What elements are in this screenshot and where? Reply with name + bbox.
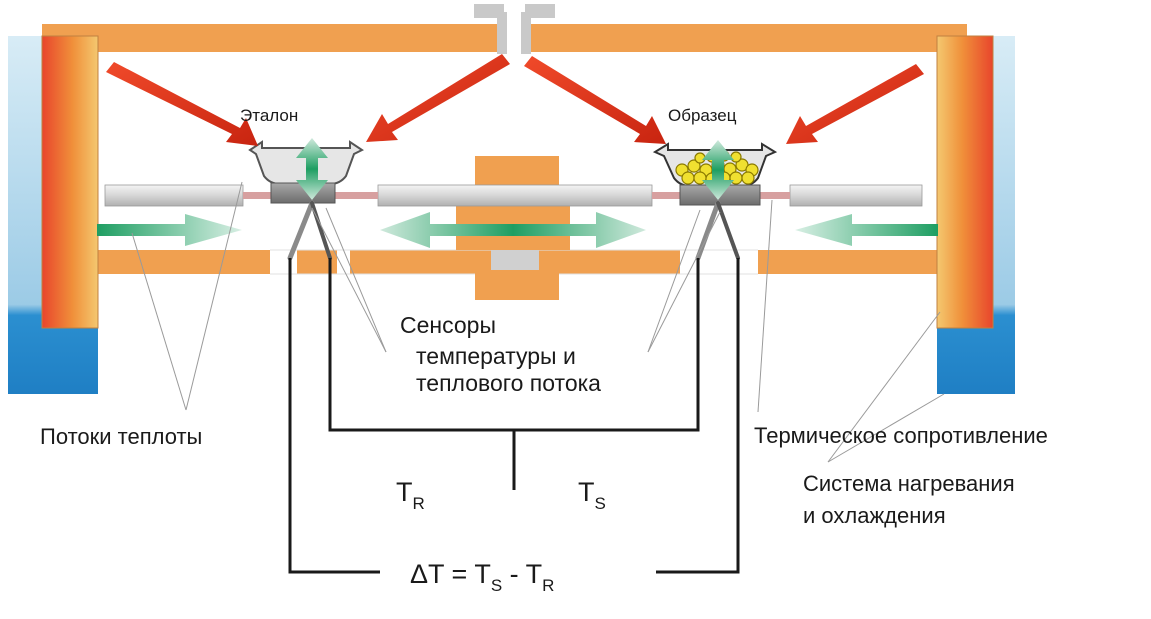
- plate-segment: [97, 250, 270, 274]
- furnace-top-left-beam: [42, 24, 497, 52]
- reference-label: Эталон: [240, 106, 298, 125]
- sample-label: Образец: [668, 106, 737, 125]
- heater-block-right: [936, 35, 994, 329]
- sensors-label-line3: теплового потока: [416, 370, 601, 396]
- heater-block-left: [41, 35, 99, 329]
- ts-symbol: TS: [578, 477, 606, 513]
- thermal-resistance-label: Термическое сопротивление: [754, 423, 1048, 448]
- rod-link: [243, 192, 271, 199]
- red-arrow-icon: [786, 64, 924, 144]
- plate-segment: [758, 250, 938, 274]
- measurement-circuit: [288, 258, 740, 574]
- red-arrow-icon: [366, 54, 510, 142]
- green-arrow-icon: [97, 214, 242, 246]
- tr-symbol: TR: [396, 477, 425, 513]
- green-arrow-icon: [296, 138, 328, 200]
- heat-flows-label: Потоки теплоты: [40, 424, 202, 449]
- heating-cooling-right: [936, 35, 1015, 394]
- red-arrow-icon: [524, 56, 666, 144]
- delta-t-formula: ΔT = TS - TR: [410, 559, 554, 595]
- furnace-top-right-beam: [531, 24, 967, 52]
- furnace-body: [42, 4, 967, 275]
- radiant-heat-arrows: [106, 54, 924, 146]
- sensors-label-line2: температуры и: [416, 343, 576, 369]
- rod-link: [760, 192, 790, 199]
- rod: [377, 184, 653, 207]
- heating-cooling-left: [8, 35, 99, 394]
- rod-link: [335, 192, 378, 199]
- green-arrow-icon: [380, 212, 646, 248]
- thermal-resistance-rods: [104, 184, 923, 207]
- rod: [789, 184, 923, 207]
- rod: [104, 184, 244, 207]
- heat-flow-arrows: [97, 138, 938, 248]
- gas-inlet: [474, 4, 555, 54]
- red-arrow-icon: [106, 62, 258, 146]
- heating-system-label-line2: и охлаждения: [803, 503, 946, 528]
- green-arrow-icon: [702, 140, 734, 200]
- rod-link: [652, 192, 680, 199]
- sensors-label-line1: Сенсоры: [400, 312, 496, 338]
- green-arrow-icon: [795, 214, 938, 246]
- leader-lines: [131, 181, 945, 463]
- heating-system-label-line1: Система нагревания: [803, 471, 1015, 496]
